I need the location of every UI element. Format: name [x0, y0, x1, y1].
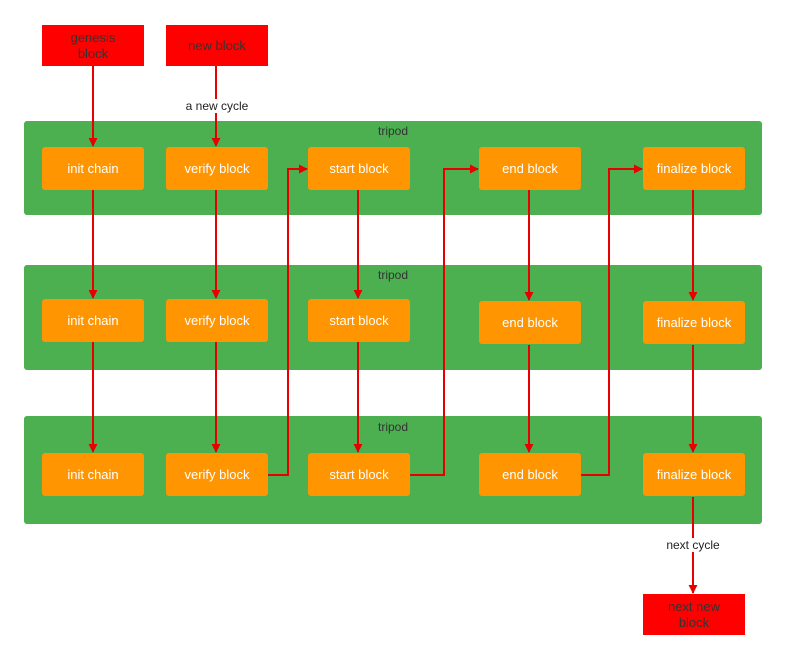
next-line-2: block: [678, 614, 710, 630]
panel-3-title: tripod: [377, 420, 409, 434]
genesis-line-1: genesis: [70, 29, 116, 45]
panel-1-start-block: start block: [308, 147, 410, 190]
next-new-block: next new block: [643, 594, 745, 635]
panel-2-end-block: end block: [479, 301, 581, 344]
panel-3-init-chain: init chain: [42, 453, 144, 496]
arrow-verify3-to-start1: [267, 164, 308, 476]
new-cycle-label: a new cycle: [176, 99, 258, 113]
next-cycle-label: next cycle: [654, 538, 732, 552]
genesis-line-2: block: [77, 45, 109, 61]
genesis-block: genesis block: [42, 25, 144, 66]
arrow-end3-to-finalize1: [580, 164, 643, 476]
panel-3-verify-block: verify block: [166, 453, 268, 496]
panel-2-start-block: start block: [308, 299, 410, 342]
panel-1-verify-block: verify block: [166, 147, 268, 190]
panel-3-start-block: start block: [308, 453, 410, 496]
panel-2-verify-block: verify block: [166, 299, 268, 342]
panel-1-end-block: end block: [479, 147, 581, 190]
panel-3-finalize-block: finalize block: [643, 453, 745, 496]
panel-2-title: tripod: [377, 268, 409, 282]
arrow-start3-to-end1: [409, 164, 479, 476]
panel-1-init-chain: init chain: [42, 147, 144, 190]
panel-2-finalize-block: finalize block: [643, 301, 745, 344]
panel-2-init-chain: init chain: [42, 299, 144, 342]
next-line-1: next new: [667, 598, 721, 614]
panel-1-finalize-block: finalize block: [643, 147, 745, 190]
panel-1-title: tripod: [377, 124, 409, 138]
new-block: new block: [166, 25, 268, 66]
panel-3-end-block: end block: [479, 453, 581, 496]
